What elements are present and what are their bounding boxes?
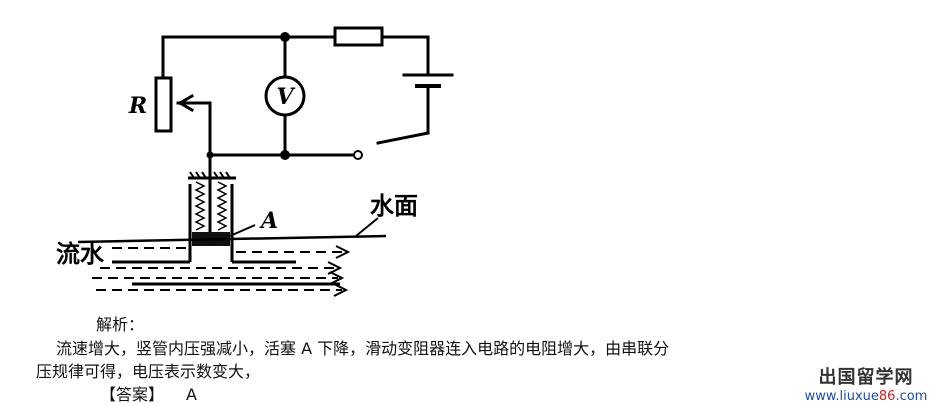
voltmeter-circle [264,75,306,117]
watermark-url-suffix: .com [895,389,928,404]
flow-arrows [92,245,351,297]
answer-row: 【答案】 A [100,384,197,406]
junction-dots [206,32,363,160]
switch-wire [376,131,430,145]
rheostat-label: R [128,93,147,119]
watermark-url-highlight: 86 [878,389,896,404]
slider-wire [176,101,212,157]
solution-line-2: 压规律可得，电压表示数变大， [36,362,261,381]
rheostat [154,76,173,133]
watermark-url: www.liuxue86.com [796,389,936,404]
slider-arrowhead [177,93,195,113]
answer-label: 【答案】 [100,385,165,404]
springs [194,181,228,231]
fixed-resistor [333,26,384,47]
circuit-diagram: V R A 水面 流水 [56,26,454,297]
water-surface-label: 水面 [370,192,418,220]
piston-label: A [259,208,278,234]
watermark: 出国留学网 www.liuxue86.com [796,363,936,404]
standpipe [188,184,234,262]
voltmeter-label: V [276,84,295,110]
solution-line-1: 流速增大，竖管内压强减小，活塞 A 下降，滑动变阻器连入电路的电阻增大，由串联分 [56,339,670,358]
watermark-title: 出国留学网 [818,367,914,388]
flowing-water-label: 流水 [56,240,105,268]
solution-heading: 解析： [96,315,145,334]
watermark-url-prefix: www.liuxue [804,389,879,404]
switch-pivot [353,150,363,160]
top-wire [161,35,430,74]
answer-value: A [186,385,197,404]
water-surface [77,234,387,244]
